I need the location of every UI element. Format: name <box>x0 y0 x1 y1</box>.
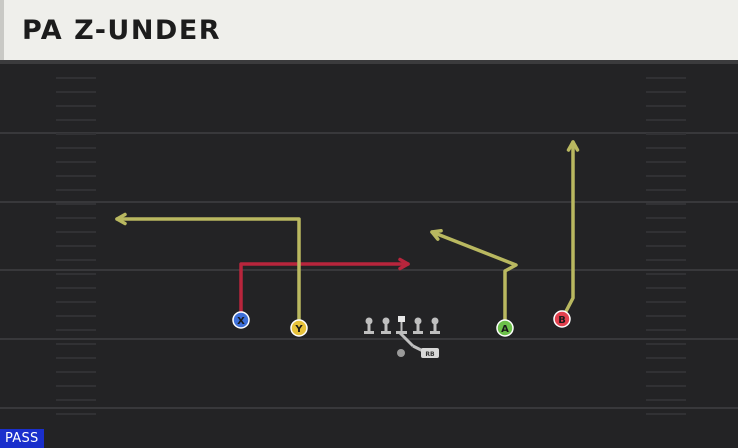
header-bar: PA Z-UNDER <box>0 0 738 60</box>
player-y-label: Y <box>294 324 303 335</box>
route-b-arrow <box>566 140 580 152</box>
play-title: PA Z-UNDER <box>22 15 222 46</box>
player-x-label: X <box>237 316 245 327</box>
route-a-arrow <box>430 228 443 241</box>
yard-lines <box>0 132 738 409</box>
rb-label: RB <box>425 351 435 358</box>
player-x-icon: X <box>232 311 250 329</box>
player-b-label: B <box>558 315 566 326</box>
routes <box>115 140 580 330</box>
route-y-arrow <box>115 212 127 226</box>
offensive-lineman-icon <box>364 317 374 334</box>
player-y-icon: Y <box>290 319 308 337</box>
qb-dropback <box>397 330 415 348</box>
running-back-icon: RB <box>421 348 439 358</box>
route-x-arrow <box>398 257 410 271</box>
route-x <box>239 262 410 322</box>
offensive-lineman-icon <box>430 317 440 334</box>
quarterback-icon <box>397 349 405 357</box>
player-b-icon: B <box>553 310 571 328</box>
route-b <box>560 140 575 321</box>
player-a-label: A <box>501 324 509 335</box>
player-a-icon: A <box>496 319 514 337</box>
play-type-badge: PASS <box>0 429 44 448</box>
header-divider <box>0 60 738 64</box>
center-lineman-icon <box>396 316 407 334</box>
offensive-lineman-icon <box>381 317 391 334</box>
formation: RB <box>364 316 440 358</box>
route-a <box>430 230 518 330</box>
hash-marks <box>56 77 686 415</box>
offensive-lineman-icon <box>413 317 423 334</box>
route-y <box>115 217 301 330</box>
